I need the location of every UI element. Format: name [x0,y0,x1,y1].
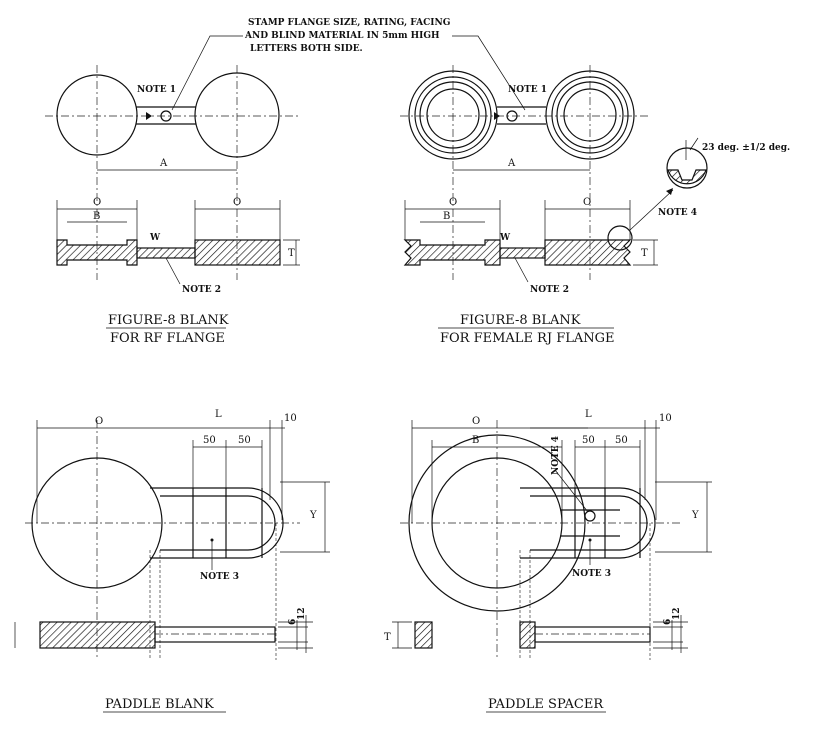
dim-b-label: B [93,211,100,222]
note-2-label: NOTE 2 [530,285,569,295]
note-3-label: NOTE 3 [572,569,611,579]
dim-y-label: Y [691,510,699,521]
dim-o-label: O [95,416,103,427]
dim-10-label: 10 [284,413,297,424]
paddle-spacer-title: PADDLE SPACER [488,697,604,712]
dim-50-label: 50 [615,435,628,446]
note-1-label: NOTE 1 [137,85,176,95]
title-line: FOR FEMALE RJ FLANGE [440,331,614,346]
note-3-label: NOTE 3 [200,572,239,582]
dim-y-label: Y [309,510,317,521]
figure-8-rj-title: FIGURE-8 BLANK FOR FEMALE RJ FLANGE [438,313,614,346]
note-1-label: NOTE 1 [508,85,547,95]
dim-t-label: T [288,248,295,259]
dim-l-label: L [585,409,592,420]
figure-8-rf-section: O B O W T NOTE 2 [56,197,300,295]
dim-b-label: B [472,435,479,446]
dim-o-label: O [583,197,591,208]
dim-6-label: 6 [663,619,673,625]
dim-w-label: W [499,233,511,243]
dim-10-label: 10 [659,413,672,424]
figure-8-rj-section: O B O W T NOTE 2 NOTE 4 [403,188,697,295]
dim-12-label: 12 [672,607,682,620]
dim-o-label: O [449,197,457,208]
paddle-blank-title: PADDLE BLANK [105,697,214,712]
dim-50-label: 50 [203,435,216,446]
stamp-note-line: AND BLIND MATERIAL IN 5mm HIGH [244,31,440,41]
dim-50-label: 50 [238,435,251,446]
groove-angle-label: 23 deg. ±1/2 deg. [702,143,790,153]
paddle-spacer-plan: NOTE 4 O B L 10 50 50 Y NOTE 3 [400,409,712,660]
dim-b-label: B [443,211,450,222]
paddle-blank-plan: O L 10 50 50 Y NOTE 3 [25,409,330,660]
dim-t-label: T [384,632,391,643]
note-4-label: NOTE 4 [658,208,697,218]
dim-l-label: L [215,409,222,420]
note-4-label: NOTE 4 [551,436,561,475]
stamp-note: STAMP FLANGE SIZE, RATING, FACING AND BL… [171,18,526,111]
groove-detail: 23 deg. ±1/2 deg. [666,137,790,189]
stamp-note-line: LETTERS BOTH SIDE. [250,44,363,54]
figure-8-rf-title: FIGURE-8 BLANK FOR RF FLANGE [106,313,229,346]
stamp-note-line: STAMP FLANGE SIZE, RATING, FACING [248,18,450,28]
title-line: FIGURE-8 BLANK [108,313,229,328]
dim-a-label: A [507,158,516,169]
dim-6-label: 6 [288,619,298,625]
dim-o-label: O [472,416,480,427]
dim-50-label: 50 [582,435,595,446]
paddle-blank-section: 6 12 [14,607,313,653]
dim-t-label: T [641,248,648,259]
dim-12-label: 12 [297,607,307,620]
paddle-spacer-section: T 6 12 [384,607,688,653]
dim-a-label: A [159,158,168,169]
note-2-label: NOTE 2 [182,285,221,295]
title-line: FIGURE-8 BLANK [460,313,581,328]
dim-o-label: O [233,197,241,208]
title-line: FOR RF FLANGE [110,331,225,346]
dim-w-label: W [149,233,161,243]
dim-o-label: O [93,197,101,208]
